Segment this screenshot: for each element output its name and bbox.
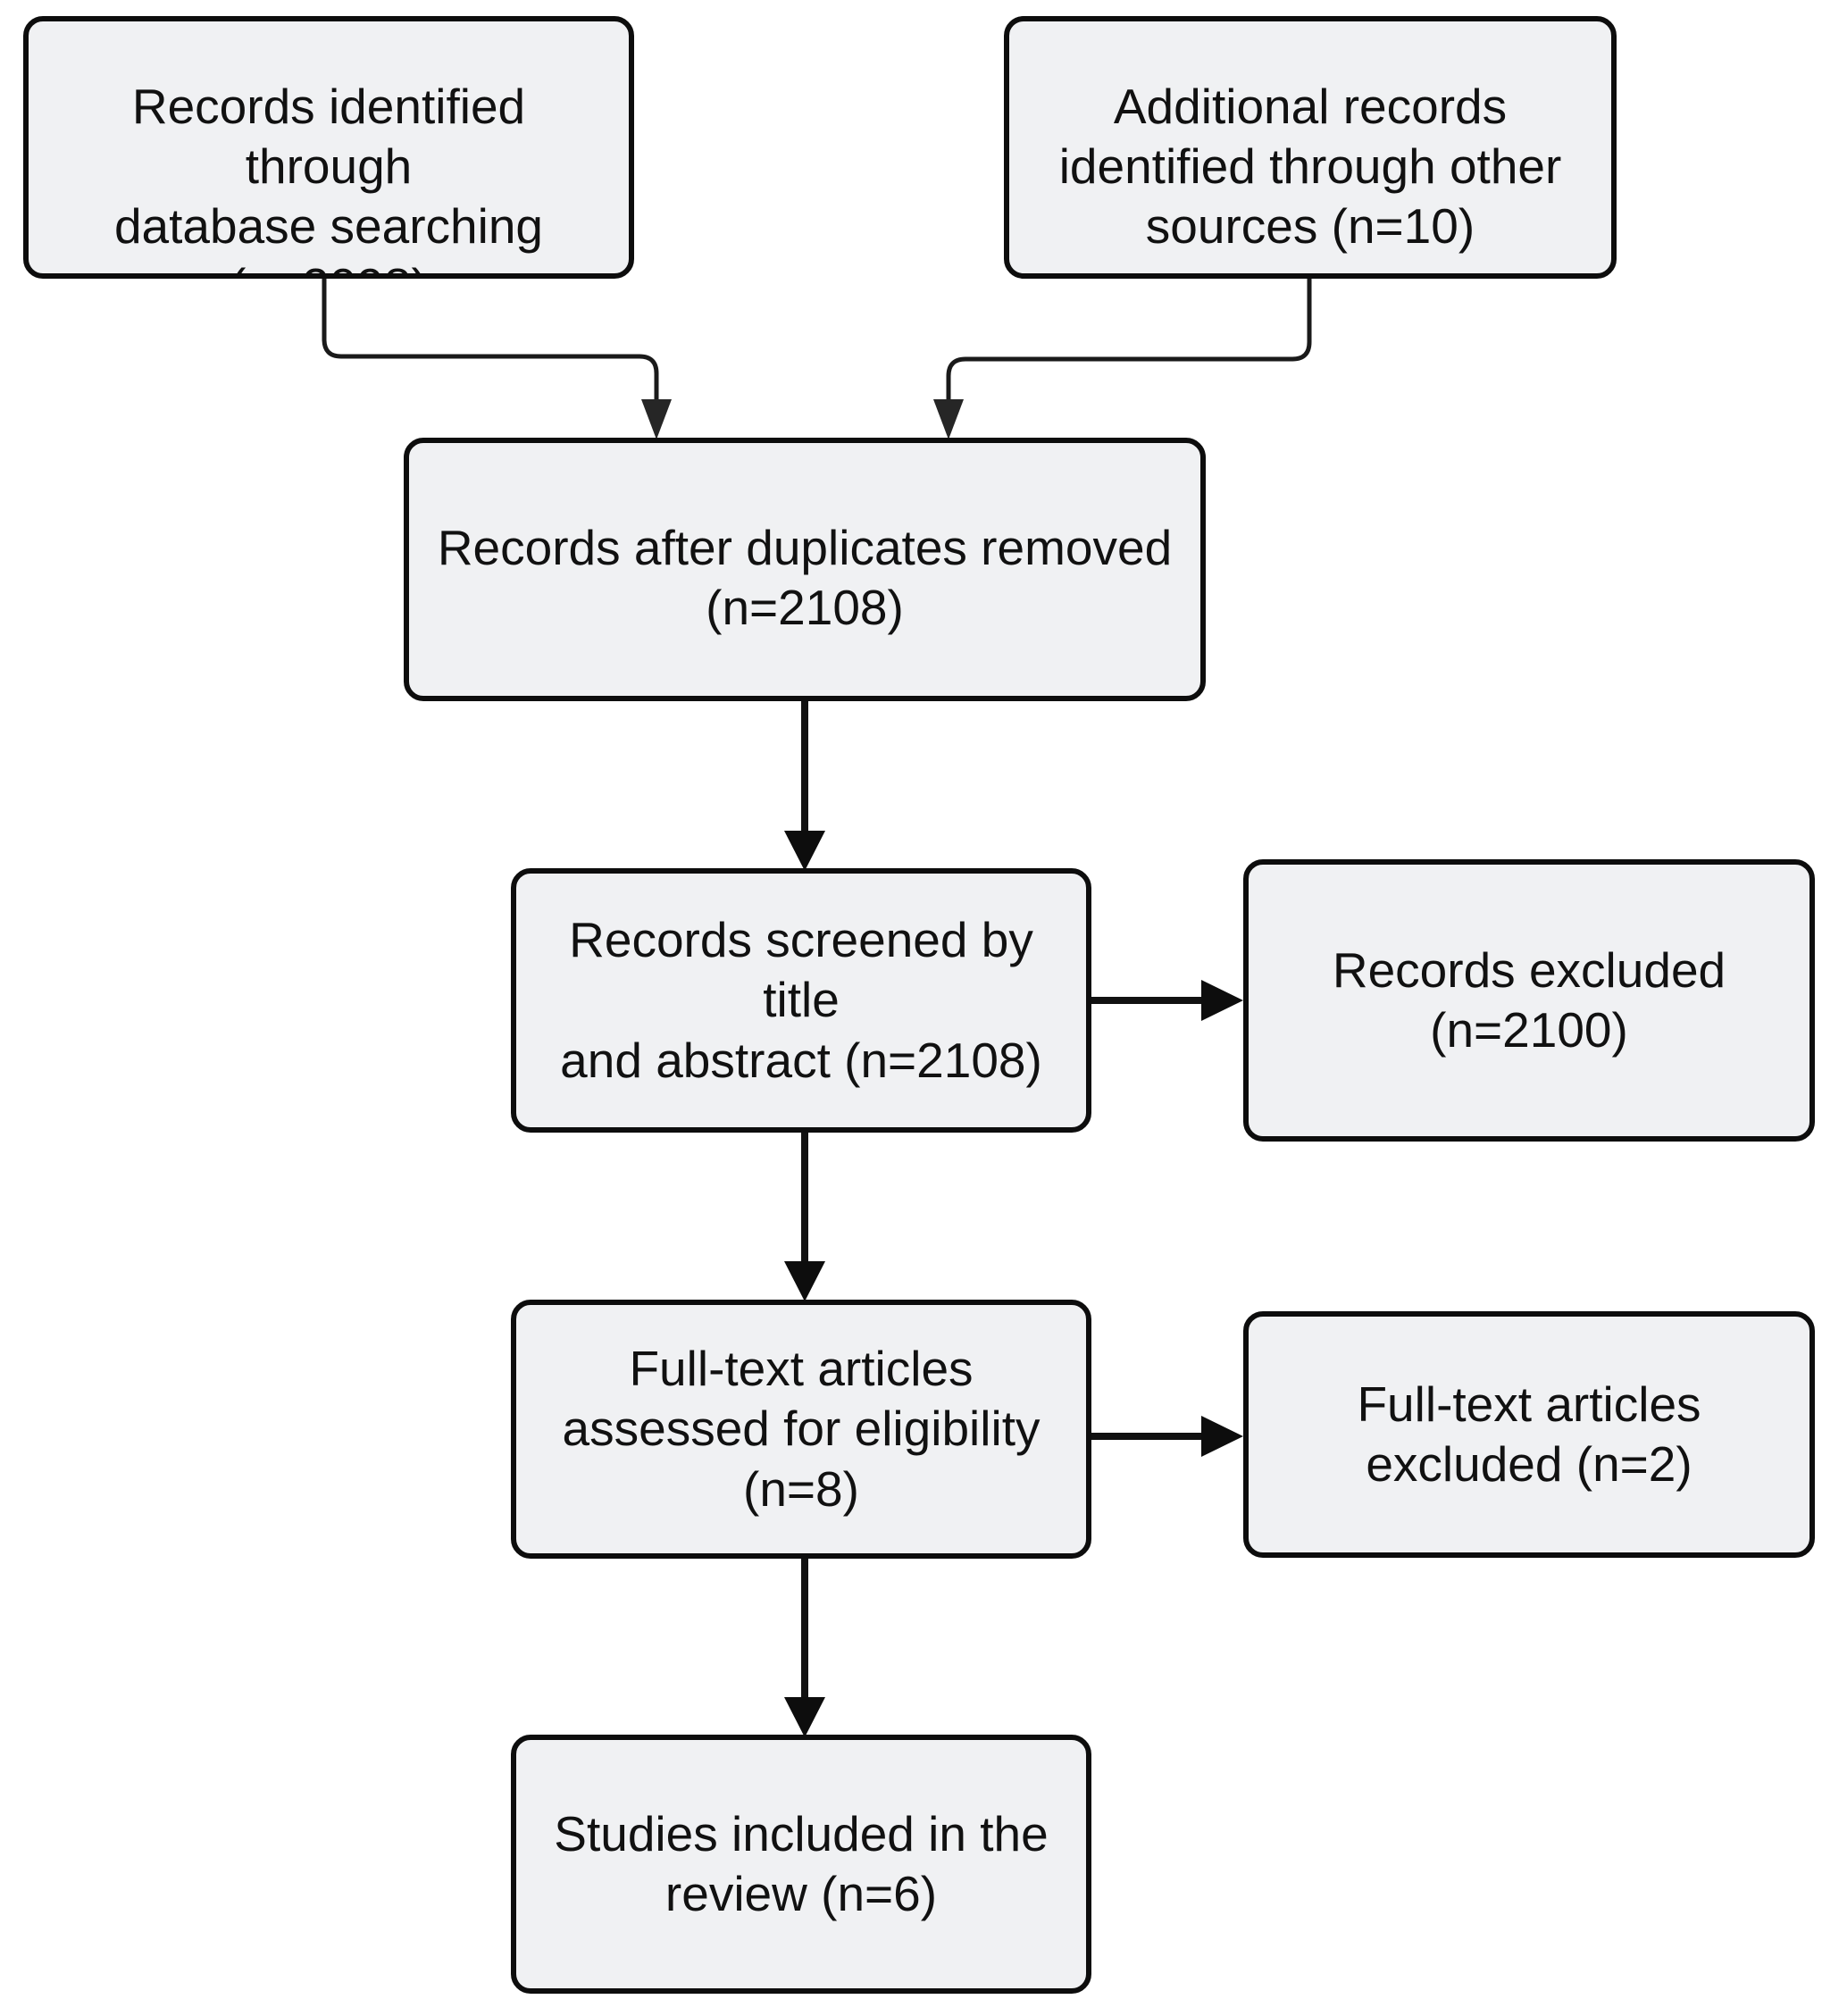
node-records-identified-database: Records identified through database sear…	[23, 16, 634, 279]
node-records-screened: Records screened by title and abstract (…	[511, 868, 1091, 1133]
node-additional-records-other-sources: Additional records identified through ot…	[1004, 16, 1617, 279]
edge-fulltext-to-included	[784, 1559, 825, 1737]
node-records-after-duplicates-removed: Records after duplicates removed (n=2108…	[404, 438, 1206, 701]
node-records-identified-database-label: Records identified through database sear…	[113, 79, 544, 273]
node-records-screened-label: Records screened by title and abstract (…	[560, 912, 1042, 1088]
node-studies-included: Studies included in the review (n=6)	[511, 1735, 1091, 1994]
node-records-excluded-label: Records excluded (n=2100)	[1332, 941, 1726, 1058]
edge-database-to-dedup	[322, 279, 672, 439]
node-records-after-duplicates-removed-label: Records after duplicates removed (n=2108…	[437, 520, 1173, 636]
edge-screened-to-excluded	[1091, 980, 1243, 1021]
node-records-excluded: Records excluded (n=2100)	[1243, 859, 1815, 1142]
node-studies-included-label: Studies included in the review (n=6)	[554, 1805, 1049, 1921]
edge-dedup-to-screened	[784, 701, 825, 871]
node-fulltext-excluded: Full-text articles excluded (n=2)	[1243, 1311, 1815, 1558]
node-fulltext-assessed-label: Full-text articles assessed for eligibil…	[562, 1341, 1041, 1517]
edge-fulltext-to-excluded	[1091, 1416, 1243, 1457]
node-additional-records-other-sources-label: Additional records identified through ot…	[1058, 79, 1562, 255]
node-fulltext-excluded-label: Full-text articles excluded (n=2)	[1357, 1376, 1701, 1492]
edge-screened-to-fulltext	[784, 1133, 825, 1301]
node-fulltext-assessed: Full-text articles assessed for eligibil…	[511, 1300, 1091, 1559]
edge-other-to-dedup	[933, 279, 1312, 439]
